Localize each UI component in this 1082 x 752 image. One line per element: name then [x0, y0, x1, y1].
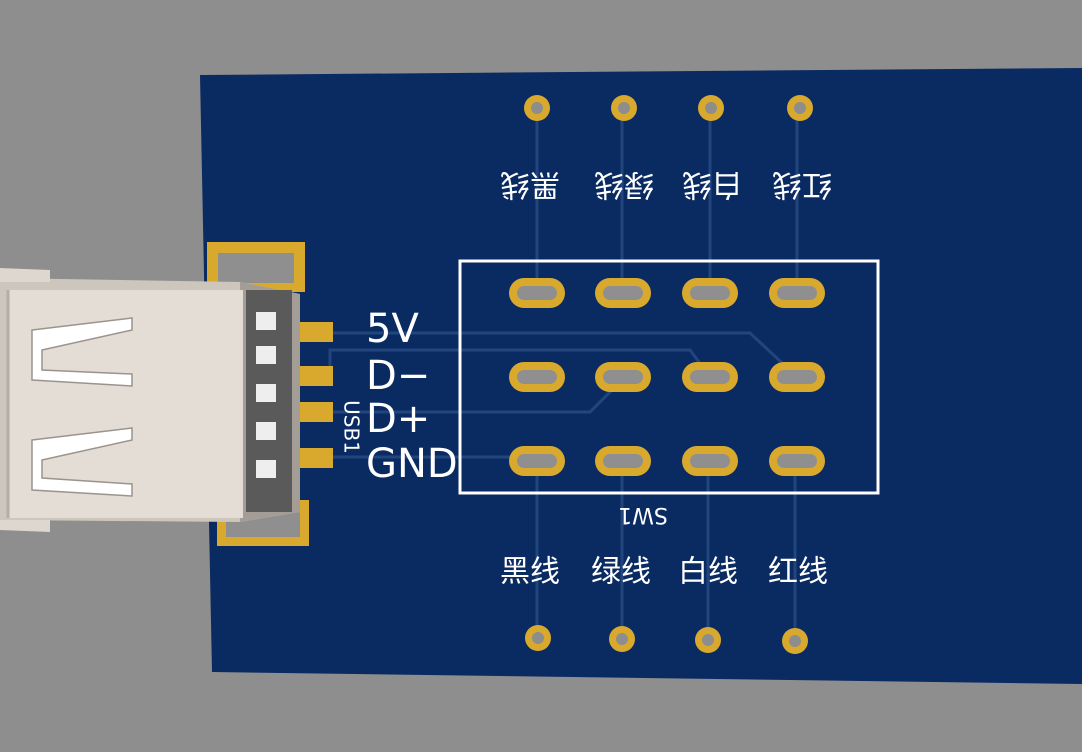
switch-designator: SW1	[618, 502, 668, 527]
pin-label-d-minus: D−	[366, 353, 430, 399]
switch-pads	[509, 278, 825, 476]
pin-label-d-plus: D+	[366, 396, 430, 442]
pin-label-5v: 5V	[366, 306, 419, 352]
wire-label-bottom: 黑线	[500, 555, 560, 590]
wire-label-bottom: 白线	[678, 555, 738, 590]
top-wire-pads	[524, 95, 813, 121]
bottom-wire-pads	[525, 625, 808, 654]
usb-pin-labels: 5V D− D+ GND	[366, 306, 458, 487]
usb-designator: USB1	[340, 400, 364, 454]
wire-label-bottom: 绿线	[591, 555, 651, 590]
wire-label-bottom: 红线	[768, 555, 828, 590]
wire-label-top: 绿线	[594, 167, 654, 202]
switch-outline	[458, 259, 880, 495]
bottom-wire-labels: 黑线 绿线 白线 红线	[500, 555, 828, 590]
top-wire-labels: 黑线 绿线 白线 红线	[500, 167, 832, 202]
wire-label-top: 白线	[682, 167, 742, 202]
wire-label-top: 黑线	[500, 167, 560, 202]
wire-label-top: 红线	[772, 167, 832, 202]
usb-receptacle	[0, 268, 300, 532]
pin-label-gnd: GND	[366, 441, 458, 487]
